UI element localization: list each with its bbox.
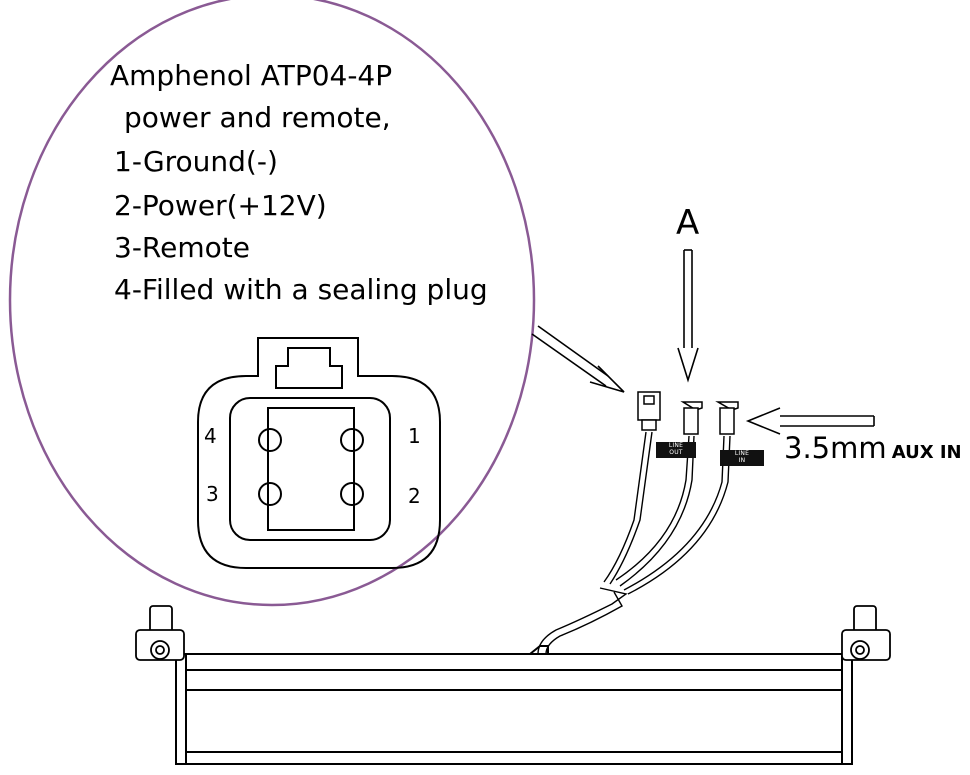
connector-face xyxy=(197,337,441,569)
aux-size: 3.5mm xyxy=(784,431,887,465)
line-out-tag-line2: OUT xyxy=(669,449,683,456)
pin-list-item: 4-Filled with a sealing plug xyxy=(114,273,488,306)
main-unit xyxy=(175,645,853,765)
pin-list-item: 2-Power(+12V) xyxy=(114,189,327,222)
cables xyxy=(537,431,731,655)
plug-line-out xyxy=(680,401,703,435)
pin-number-2: 2 xyxy=(408,484,421,508)
aux-text: AUX IN xyxy=(891,442,962,463)
pin-list-item: 1-Ground(-) xyxy=(114,145,278,178)
right-mount xyxy=(841,605,891,661)
line-in-tag-line2: IN xyxy=(738,457,746,464)
pin-number-1: 1 xyxy=(408,424,421,448)
arrow-a xyxy=(677,249,699,383)
aux-in-label: 3.5mm AUX IN xyxy=(784,434,962,463)
plug-power xyxy=(637,391,661,431)
line-out-tag: LINE OUT xyxy=(656,442,696,458)
marker-a: A xyxy=(676,203,700,243)
line-in-tag-line1: LINE xyxy=(734,450,750,457)
callout-arrow xyxy=(531,325,625,393)
pin-number-3: 3 xyxy=(206,482,219,506)
callout-title-line2: power and remote, xyxy=(124,101,391,134)
pin-list-item: 3-Remote xyxy=(114,231,250,264)
left-mount xyxy=(135,605,185,661)
arrow-aux xyxy=(745,407,875,435)
callout-circle xyxy=(8,0,536,607)
pin-number-4: 4 xyxy=(204,424,217,448)
line-in-tag: LINE IN xyxy=(720,450,764,466)
line-out-tag-line1: LINE xyxy=(668,442,684,449)
plug-line-in xyxy=(715,401,739,435)
callout-title-line1: Amphenol ATP04-4P xyxy=(110,59,393,92)
